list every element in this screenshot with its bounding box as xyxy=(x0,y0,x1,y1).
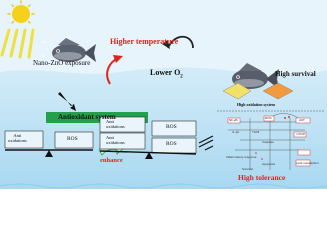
node-nfkb: NF-κB xyxy=(229,118,238,122)
equilibrium-arrows xyxy=(198,135,214,151)
heat-arrow-icon xyxy=(106,55,123,85)
antioxidant-system-label: Antioxidant system xyxy=(58,113,116,121)
sun-rays xyxy=(0,28,35,59)
right-anti-label-top: Anti oxidations xyxy=(106,119,125,130)
right-ros-label-bottom: ROS xyxy=(166,141,177,147)
node-tlr4: TLR4 xyxy=(252,130,260,134)
enhance-label: enhance xyxy=(100,157,123,164)
antioxidant-banner xyxy=(46,112,148,123)
balance-left xyxy=(4,130,94,157)
node-mtor: mTOR xyxy=(296,132,305,136)
higher-temperature-label: Higher temperature xyxy=(110,37,179,46)
right-ros-label-top: ROS xyxy=(166,124,177,130)
pathway-panel xyxy=(217,82,325,170)
sun-icon xyxy=(7,0,35,24)
badge-left xyxy=(222,82,252,100)
badge-right xyxy=(262,82,294,100)
o2-subscript: 2 xyxy=(180,74,183,80)
nanoparticles xyxy=(40,41,50,64)
high-survival-label: High survival xyxy=(275,70,316,78)
node-akt: AKT xyxy=(299,118,305,122)
left-ros-label: ROS xyxy=(67,136,78,142)
node-lipid: Lipid metabolism xyxy=(296,161,319,165)
balance-right xyxy=(99,116,197,159)
node-ros: ROS xyxy=(265,116,272,120)
right-anti-label-bottom: Anti oxidations xyxy=(106,135,125,146)
node-apoptosis: Apoptosis xyxy=(262,162,276,166)
exposure-label: Nano-ZnO exposure xyxy=(33,59,91,67)
fish-icon xyxy=(52,38,96,62)
bottom-wave xyxy=(0,183,327,189)
diagram-canvas: Nano-ZnO exposure Higher temperature Low… xyxy=(0,0,327,189)
lower-o2-text: Lower O xyxy=(150,68,181,77)
curved-arrow-icon xyxy=(162,35,194,49)
high-oxidation-label: High oxidation system xyxy=(237,102,276,107)
node-inflammatory: Inflammatory response xyxy=(226,155,257,159)
node-il1b: IL-1β xyxy=(232,130,239,134)
left-anti-label: Anti oxidations xyxy=(8,133,27,144)
lower-o2-label: Lower O2 xyxy=(150,69,183,80)
down-arrow xyxy=(58,92,76,111)
high-tolerance-label: High tolerance xyxy=(238,173,286,182)
node-survival: Survival xyxy=(242,167,253,171)
node-caspase: Caspase xyxy=(262,140,274,144)
diagram-graphics xyxy=(0,0,327,189)
